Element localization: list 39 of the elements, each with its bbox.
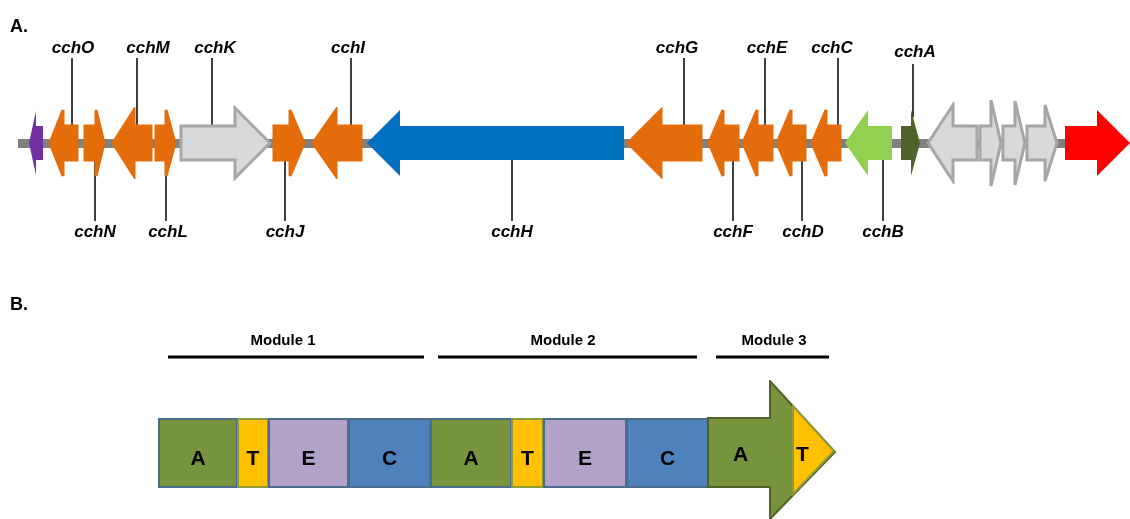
domain-box: A [158, 418, 238, 488]
gene-label: cchM [126, 38, 170, 58]
panel-label: B. [10, 293, 28, 316]
domain-box: C [626, 418, 709, 488]
domain-box: E [543, 418, 627, 488]
leader-line [211, 57, 213, 127]
gene-label: cchE [746, 38, 788, 58]
domain-box: T [237, 418, 269, 488]
domain-box: A [430, 418, 512, 488]
leader-line [683, 57, 685, 127]
leader-line [764, 57, 766, 127]
module-label: Module 1 [250, 329, 316, 350]
gene-label: cchI [331, 38, 365, 58]
gene-label: cchK [194, 38, 236, 58]
leader-line [837, 57, 839, 127]
gene-label: cchD [782, 222, 824, 242]
domain-box: E [268, 418, 349, 488]
leader-line [136, 57, 138, 127]
gene-label: cchG [655, 38, 699, 58]
domain-letter: A [733, 441, 749, 467]
gene-label: cchF [713, 222, 753, 242]
leader-line [71, 57, 73, 127]
module-label: Module 2 [530, 329, 596, 350]
domain-box: C [348, 418, 431, 488]
panel-label: A. [10, 15, 28, 38]
gene-label: cchO [51, 38, 95, 58]
module-label: Module 3 [741, 329, 807, 350]
gene-label: cchC [811, 38, 853, 58]
gene-label: cchB [862, 222, 904, 242]
gene-label: cchL [148, 222, 188, 242]
gene-label: cchN [74, 222, 116, 242]
gene-label: cchH [491, 222, 533, 242]
leader-line [882, 159, 884, 222]
domain-box: T [511, 418, 544, 488]
domain-letter: T [796, 441, 809, 467]
gene-label: cchA [894, 42, 936, 62]
gene-label: cchJ [265, 222, 305, 242]
leader-line [350, 57, 352, 127]
leader-line [511, 159, 513, 222]
